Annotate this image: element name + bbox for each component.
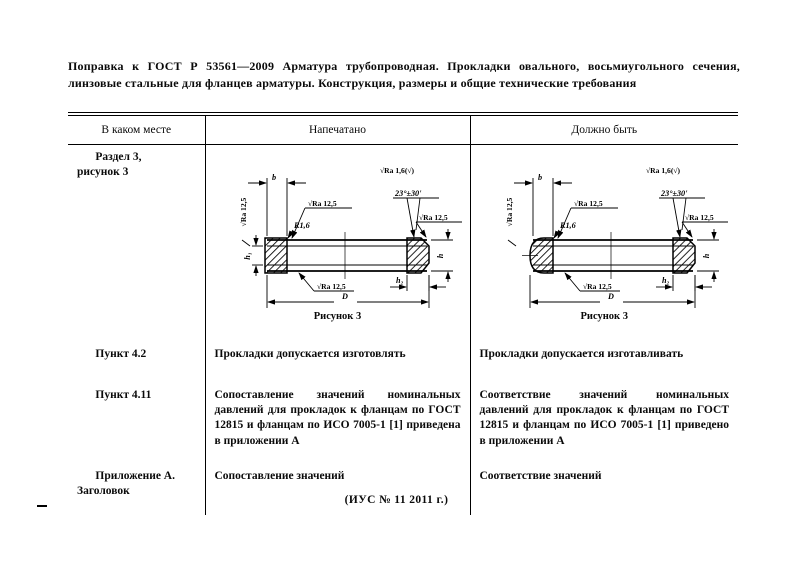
label-left-end-height: h₁: [243, 252, 252, 260]
label-general-roughness: √Ra 1,6(√): [380, 166, 415, 175]
cell-should-be: Прокладки допускается изготавливать: [469, 342, 738, 383]
table-row: Приложение А. Заголовок Сопоставление зн…: [68, 464, 738, 515]
page-edge-mark: [37, 505, 47, 507]
cell-place: Пункт 4.11: [95, 389, 152, 401]
cell-printed: Сопоставление значений номинальных давле…: [204, 383, 470, 464]
label-height: h: [702, 253, 711, 258]
label-chamfer-height: h₂: [662, 276, 670, 285]
cell-should-be: Соответствие значений номинальных давлен…: [469, 383, 738, 464]
table-row: Пункт 4.11 Сопоставление значений номина…: [68, 383, 738, 464]
gasket-drawing-should-be: b √Ra 12,5 √Ra 12,5 R1,6: [505, 166, 729, 308]
cell-should-be: Соответствие значений: [469, 464, 738, 515]
cell-printed-figure: b √Ra 12,5 √Ra 12,5 R1,6: [204, 144, 470, 342]
gasket-drawing-printed: b √Ra 12,5 √Ra 12,5 R1,6: [239, 166, 462, 308]
corrections-table: В каком месте Напечатано Должно быть Раз…: [68, 112, 738, 515]
label-right-roughness: √Ra 12,5: [685, 213, 714, 222]
label-chamfer-height: h₂: [396, 276, 404, 285]
header-should-be: Должно быть: [469, 114, 738, 145]
table-row: Пункт 4.2 Прокладки допускается изготовл…: [68, 342, 738, 383]
cell-printed: Прокладки допускается изготовлять: [204, 342, 470, 383]
figure-printed: b √Ra 12,5 √Ra 12,5 R1,6: [215, 150, 462, 324]
label-top-width: b: [538, 173, 542, 182]
figure-caption: Рисунок 3: [313, 311, 362, 322]
label-diameter: D: [607, 292, 614, 301]
footer-publication-note: (ИУС № 11 2011 г.): [344, 494, 449, 506]
label-top-roughness: √Ra 12,5: [308, 199, 337, 208]
label-left-roughness: √Ra 12,5: [239, 197, 248, 226]
label-corner-radius: R1,6: [293, 221, 311, 230]
label-general-roughness: √Ra 1,6(√): [646, 166, 681, 175]
label-height: h: [436, 253, 445, 258]
header-printed: Напечатано: [204, 114, 470, 145]
label-bottom-roughness: √Ra 12,5: [317, 282, 346, 291]
figure-should-be: b √Ra 12,5 √Ra 12,5 R1,6: [480, 150, 730, 324]
cell-should-be-figure: b √Ra 12,5 √Ra 12,5 R1,6: [469, 144, 738, 342]
table-row: Раздел 3, рисунок 3: [68, 144, 738, 342]
label-top-width: b: [271, 173, 275, 182]
label-corner-radius: R1,6: [559, 221, 577, 230]
label-chamfer-angle: 23°±30': [394, 189, 422, 198]
label-top-roughness: √Ra 12,5: [574, 199, 603, 208]
label-right-roughness: √Ra 12,5: [419, 213, 448, 222]
label-bottom-roughness: √Ra 12,5: [583, 282, 612, 291]
cell-printed: Сопоставление значений: [204, 464, 470, 515]
label-diameter: D: [341, 292, 348, 301]
label-left-roughness: √Ra 12,5: [505, 197, 514, 226]
table-header-row: В каком месте Напечатано Должно быть: [68, 114, 738, 145]
cell-place: Приложение А. Заголовок: [77, 470, 175, 498]
cell-place: Раздел 3, рисунок 3: [77, 151, 142, 179]
header-place: В каком месте: [68, 114, 205, 145]
label-chamfer-angle: 23°±30': [660, 189, 688, 198]
figure-caption: Рисунок 3: [580, 311, 628, 322]
cell-place: Пункт 4.2: [95, 348, 147, 360]
document-title: Поправка к ГОСТ Р 53561—2009 Арматура тр…: [68, 59, 740, 91]
